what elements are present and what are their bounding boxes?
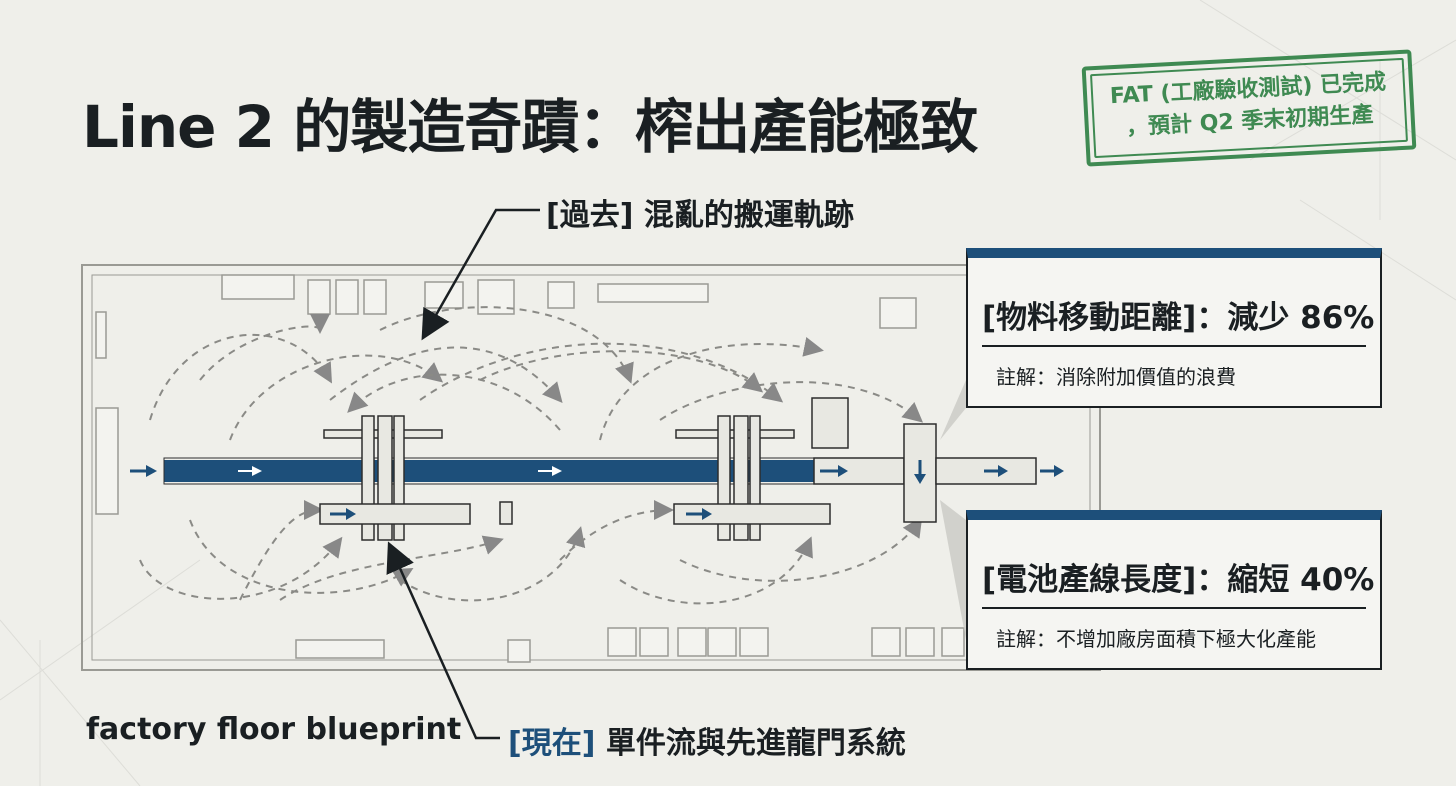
stamp-line-2: ，預計 Q2 季末初期生產 bbox=[1125, 102, 1374, 141]
info-box-line-length: [電池產線長度]：縮短 40% 註解：不增加廠房面積下極大化產能 bbox=[966, 510, 1382, 670]
page-title: Line 2 的製造奇蹟：榨出產能極致 bbox=[82, 93, 978, 161]
callout-past: [過去] 混亂的搬運軌跡 bbox=[546, 190, 854, 234]
callout-now-text: 單件流與先進龍門系統 bbox=[595, 726, 906, 761]
blueprint-label: factory floor blueprint bbox=[86, 712, 462, 747]
fat-complete-stamp: FAT (工廠驗收測試) 已完成 ，預計 Q2 季末初期生產 bbox=[1081, 49, 1417, 167]
info-box-line-length-note: 註解：不增加廠房面積下極大化產能 bbox=[996, 627, 1316, 651]
callout-now-bracket: [現在] bbox=[508, 726, 596, 761]
info-box-material-distance-note: 註解：消除附加價值的浪費 bbox=[996, 365, 1236, 389]
info-box-material-distance: [物料移動距離]：減少 86% 註解：消除附加價值的浪費 bbox=[966, 248, 1382, 408]
callout-now: [現在] 單件流與先進龍門系統 bbox=[508, 718, 906, 762]
gantry-1 bbox=[319, 415, 513, 541]
main-conveyor bbox=[130, 457, 815, 485]
gantry-2 bbox=[673, 397, 849, 541]
callout-past-text: 混亂的搬運軌跡 bbox=[633, 198, 854, 233]
chaotic-paths bbox=[139, 306, 924, 605]
stamp-line-1: FAT (工廠驗收測試) 已完成 bbox=[1109, 69, 1387, 110]
callout-past-bracket: [過去] bbox=[546, 198, 634, 233]
building-outline bbox=[81, 264, 1101, 671]
info-box-material-distance-head: [物料移動距離]：減少 86% bbox=[982, 292, 1374, 347]
info-box-line-length-head: [電池產線長度]：縮短 40% bbox=[982, 554, 1374, 609]
